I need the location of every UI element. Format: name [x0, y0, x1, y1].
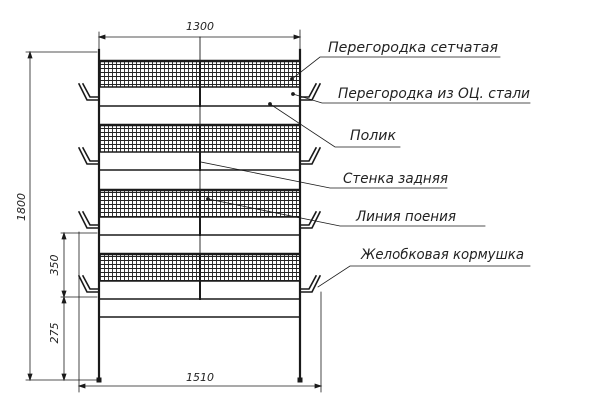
tier-2: [98, 123, 301, 171]
callout-floor: Полик: [350, 128, 397, 144]
dimension-lines: [25, 29, 323, 393]
callout-back-wall: Стенка задняя: [343, 171, 448, 187]
feeders-right: [300, 82, 322, 293]
callout-water-line: Линия поения: [355, 209, 456, 225]
callout-mesh-partition: Перегородка сетчатая: [328, 40, 498, 56]
dim-275: 275: [48, 323, 61, 344]
dim-350: 350: [48, 255, 61, 276]
dim-1800: 1800: [15, 193, 28, 221]
tier-3: [98, 188, 301, 236]
callout-trough-feeder: Желобковая кормушка: [360, 247, 524, 263]
callout-steel-partition: Перегородка из ОЦ. стали: [338, 86, 530, 102]
tier-4: [98, 252, 301, 318]
leader-lines: [200, 56, 531, 288]
dim-1300: 1300: [186, 20, 214, 33]
tier-1: [98, 59, 301, 107]
dim-1510: 1510: [186, 371, 214, 384]
feeders-left: [77, 82, 99, 293]
